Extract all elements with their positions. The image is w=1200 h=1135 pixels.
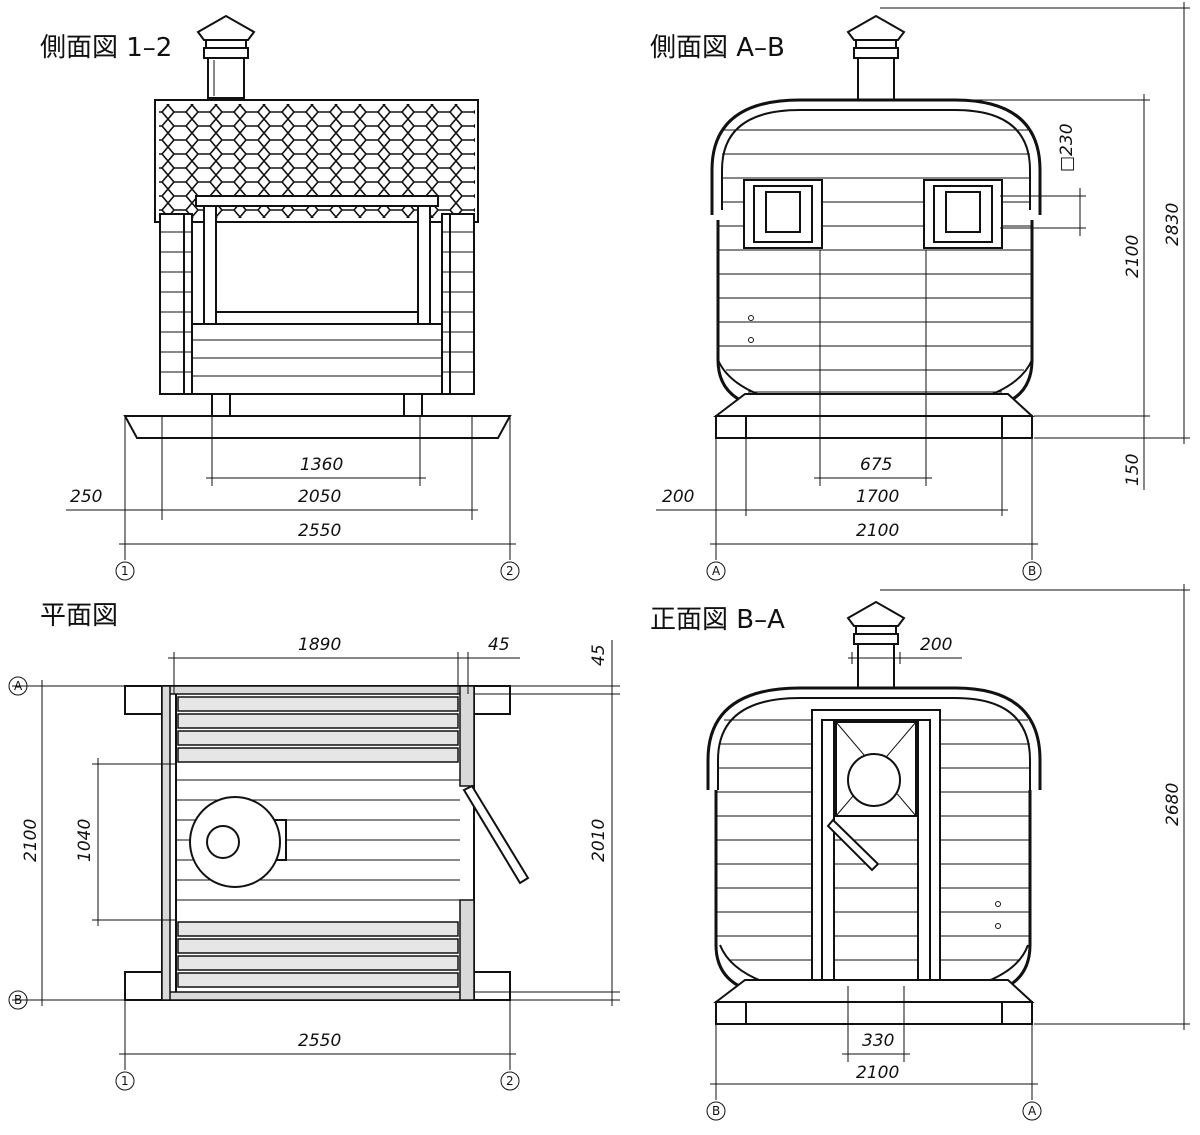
axis-markers [706,1101,1042,1121]
dim-height-150: 150 [1123,454,1143,486]
dim-330: 330 [862,1031,894,1051]
dim-1360: 1360 [300,455,343,475]
dimension-lines [12,640,620,1070]
dim-2100-front: 2100 [856,1063,899,1083]
axis-1: 1 [121,1074,129,1088]
wall-boards [718,129,1032,393]
dim-250: 250 [70,487,102,507]
door [811,709,941,987]
foundation-platform [123,415,512,439]
dim-675: 675 [860,455,892,475]
base-skids [713,979,1035,1025]
side-view-a-b: 側面図 A–B [650,2,1190,581]
dim-200-front: 200 [920,635,952,655]
axis-2: 2 [506,1074,514,1088]
side-view-1-2-title: 側面図 1–2 [40,33,172,63]
dim-window-230: □230 [1057,123,1077,172]
barrel-body [710,98,1042,414]
plan-view: 平面図 [8,601,620,1091]
chimney [846,14,906,101]
dim-2050: 2050 [298,487,341,507]
dim-height-2830: 2830 [1163,203,1183,246]
bench-bottom [177,921,459,988]
dim-45-floor: 45 [589,644,609,666]
axis-markers [115,561,520,581]
door-swing [462,784,530,885]
axis-b: B [14,993,22,1007]
front-view-b-a-title: 正面図 B–A [650,605,785,635]
axis-b: B [712,1104,720,1118]
axis-a: A [1028,1104,1037,1118]
base-skids [713,393,1035,439]
barrel-body [706,686,1042,1000]
axis-a: A [14,679,23,693]
front-view-b-a: 正面図 B–A [650,584,1190,1121]
window-left [743,179,823,249]
dimension-lines [710,584,1190,1100]
dim-height-2100: 2100 [1123,235,1143,278]
dim-45-wall: 45 [488,635,510,655]
axis-a: A [712,564,721,578]
window-right [923,179,1003,249]
dim-2100: 2100 [856,521,899,541]
dimension-lines [656,2,1190,560]
dim-200: 200 [662,487,694,507]
side-view-1-2: 側面図 1–2 [40,14,520,581]
stove [189,796,287,888]
chimney [196,14,256,99]
axis-b: B [1028,564,1036,578]
axis-markers [706,561,1042,581]
dimension-lines [66,416,516,560]
axis-2: 2 [506,564,514,578]
axis-markers [8,676,520,1091]
dim-1040: 1040 [75,819,95,862]
bench-top [177,696,459,763]
plan-body [161,685,530,1001]
plan-view-title: 平面図 [40,601,118,631]
dim-2550-plan: 2550 [298,1031,341,1051]
axis-1: 1 [121,564,129,578]
dim-1890: 1890 [298,635,341,655]
side-view-a-b-title: 側面図 A–B [650,33,785,63]
dim-1700: 1700 [856,487,899,507]
chimney [846,600,906,689]
dim-2100-plan: 2100 [21,819,41,862]
log-walls [159,195,475,417]
dim-2680: 2680 [1163,783,1183,826]
dim-2010: 2010 [589,819,609,862]
dim-2550: 2550 [298,521,341,541]
